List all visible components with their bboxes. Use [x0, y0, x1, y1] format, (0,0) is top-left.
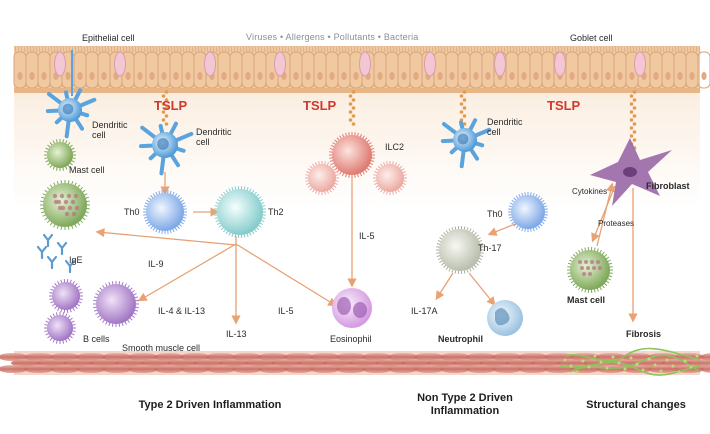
label-tslp-3: TSLP — [547, 98, 581, 113]
label-fibroblast: Fibroblast — [646, 181, 690, 191]
dendritic-cell-3 — [440, 118, 492, 169]
label-smooth-muscle-cell: Smooth muscle cell — [122, 343, 201, 353]
label-neutrophil: Neutrophil — [438, 334, 483, 344]
arrows — [95, 172, 638, 325]
mast-cell-small — [44, 139, 76, 171]
label-epithelial-cell: Epithelial cell — [82, 33, 135, 43]
neutrophil-cell — [487, 300, 523, 336]
fibroblast-cell — [590, 138, 672, 206]
label-ilc2: ILC2 — [385, 142, 405, 152]
label-il5-th2: IL-5 — [278, 306, 294, 316]
label-il17a: IL-17A — [411, 306, 438, 316]
caption-type2: Type 2 Driven Inflammation — [138, 399, 282, 411]
eosinophil-cell — [332, 288, 372, 328]
th0-cell-1 — [143, 190, 187, 234]
label-eosinophil: Eosinophil — [330, 334, 372, 344]
ige-antibody — [64, 259, 76, 274]
label-il9: IL-9 — [148, 259, 164, 269]
irritants-banner: Viruses • Allergens • Pollutants • Bacte… — [246, 32, 419, 42]
label-dendritic-cell-1: Dendritic cell — [92, 120, 128, 140]
label-fibrosis: Fibrosis — [626, 329, 662, 339]
caption-structural: Structural changes — [586, 399, 686, 411]
th0-cell-2 — [508, 192, 548, 232]
label-th0-1: Th0 — [124, 207, 140, 217]
mast-cell-large — [40, 180, 90, 230]
ige-antibody — [56, 241, 68, 256]
ilc2-cell-main — [329, 132, 375, 178]
label-il13: IL-13 — [226, 329, 247, 339]
label-th0-2: Th0 — [487, 209, 503, 219]
b-cell-1 — [49, 279, 83, 313]
smooth-muscle-layer — [0, 351, 710, 375]
label-tslp-2: TSLP — [303, 98, 337, 113]
ige-antibody — [42, 233, 54, 248]
ilc2-cell-right — [373, 161, 407, 195]
label-mast-cell-2: Mast cell — [567, 295, 606, 305]
ige-antibody — [46, 255, 58, 270]
caption-non-type2: Non Type 2 Driven Inflammation — [417, 392, 513, 417]
label-tslp-1: TSLP — [154, 98, 188, 113]
label-dendritic-cell-3: Dendritic cell — [487, 117, 523, 137]
dendritic-cell-2 — [138, 121, 194, 176]
label-th2: Th2 — [268, 207, 284, 217]
label-ige: IgE — [69, 255, 83, 265]
ige-antibody — [36, 245, 48, 260]
th17-cell — [436, 226, 484, 274]
epithelium-layer — [13, 45, 710, 93]
ilc2-cell-left — [305, 161, 339, 195]
label-cytokines: Cytokines — [572, 187, 608, 196]
label-il4-il13: IL-4 & IL-13 — [158, 306, 206, 316]
fibrosis-fibers — [559, 347, 701, 376]
b-cell-3 — [44, 312, 76, 344]
label-mast-cell-1: Mast cell — [69, 165, 105, 175]
th2-cell — [214, 186, 266, 238]
label-th17: Th-17 — [478, 243, 502, 253]
b-cell-2 — [93, 281, 139, 327]
label-dendritic-cell-2: Dendritic cell — [196, 127, 232, 147]
label-il5-ilc2: IL-5 — [359, 231, 375, 241]
label-goblet-cell: Goblet cell — [570, 33, 613, 43]
label-b-cells: B cells — [83, 334, 110, 344]
dendritic-cell-1 — [45, 88, 97, 139]
label-proteases: Proteases — [598, 219, 635, 228]
